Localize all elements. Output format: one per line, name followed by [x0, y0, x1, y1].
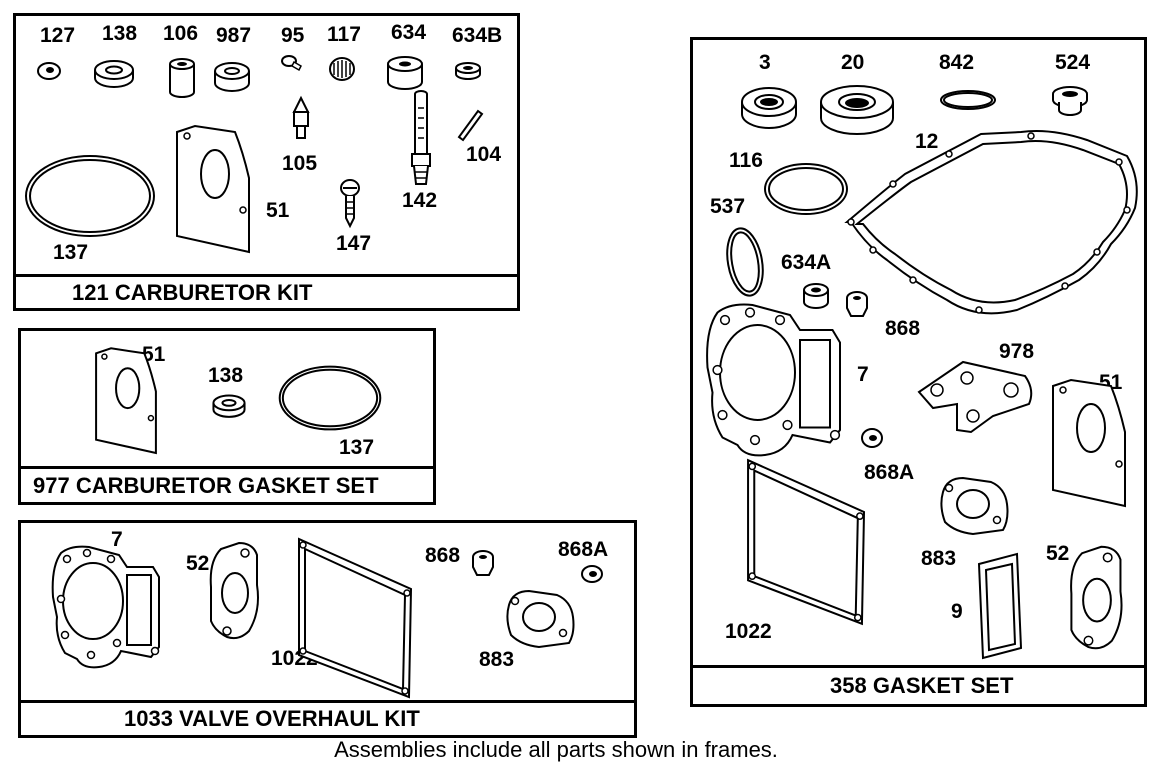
gasket-plate-51-icon — [91, 345, 161, 453]
o-ring-116-icon — [761, 160, 851, 218]
part-label: 7 — [111, 528, 123, 551]
part-label: 842 — [939, 51, 975, 74]
carburetor-kit-title: 121 CARBURETOR KIT — [16, 274, 517, 308]
sleeve-106-icon — [166, 56, 198, 100]
emulsion-tube-142-icon — [402, 86, 438, 196]
bushing-987-icon — [212, 61, 252, 95]
gasket-plate-51-icon — [1047, 376, 1131, 506]
part-label: 138 — [102, 22, 138, 45]
part-label: 537 — [710, 195, 746, 218]
carburetor-gasket-set-frame: 51 138 137 977 CARBURETOR GASKET SET — [18, 328, 436, 505]
o-ring-137-icon — [275, 359, 385, 437]
part-label: 883 — [921, 547, 957, 570]
exhaust-gasket-883-icon — [933, 472, 1013, 538]
part-label: 117 — [327, 23, 361, 46]
part-label: 1022 — [725, 620, 772, 643]
washer-868a-icon — [579, 563, 605, 585]
part-label: 51 — [142, 343, 166, 366]
kit-title-text: 1033 VALVE OVERHAUL KIT — [124, 706, 420, 731]
gasket-plate-51-icon — [173, 122, 253, 252]
part-label: 634B — [452, 24, 503, 47]
part-label: 20 — [841, 51, 865, 74]
oil-seal-20-icon — [817, 82, 897, 140]
part-label: 105 — [282, 152, 318, 175]
part-label: 137 — [53, 241, 89, 264]
oil-seal-3-icon — [738, 84, 800, 134]
part-label: 3 — [759, 51, 771, 74]
part-label: 104 — [466, 143, 502, 166]
needle-105-icon — [289, 96, 313, 144]
part-label: 868A — [558, 538, 609, 561]
gasket-set-358-frame: 3 20 842 524 12 116 537 634A 868 978 7 5… — [690, 37, 1147, 707]
part-label: 524 — [1055, 51, 1091, 74]
valve-seal-868-icon — [841, 288, 875, 322]
part-label: 987 — [216, 24, 252, 47]
part-label: 137 — [339, 436, 375, 459]
kit-title-text: 358 GASKET SET — [830, 673, 1014, 698]
washer-127-icon — [36, 60, 62, 82]
part-label: 634A — [781, 251, 832, 274]
part-label: 147 — [336, 232, 372, 255]
valve-overhaul-kit-frame: 7 52 868 868A 1022 883 — [18, 520, 637, 738]
carburetor-kit-frame: 127 138 106 987 95 117 634 634B 105 104 … — [13, 13, 520, 311]
part-label: 52 — [1046, 542, 1070, 565]
part-label: 106 — [163, 22, 199, 45]
footer-note: Assemblies include all parts shown in fr… — [334, 737, 778, 762]
part-label: 634 — [391, 21, 427, 44]
crankcase-gasket-12-icon — [833, 126, 1137, 316]
pin-104-icon — [456, 108, 484, 142]
gasket-138-icon — [211, 393, 247, 421]
kit-title-text: 977 CARBURETOR GASKET SET — [33, 472, 379, 498]
o-ring-842-icon — [937, 88, 999, 112]
part-label: 868 — [885, 317, 921, 340]
part-label: 95 — [281, 24, 305, 47]
seat-634b-icon — [453, 60, 483, 82]
part-label: 52 — [186, 552, 210, 575]
carburetor-gasket-set-title: 977 CARBURETOR GASKET SET — [21, 466, 433, 502]
head-gasket-7-icon — [51, 539, 163, 675]
part-label: 138 — [208, 364, 244, 387]
washer-868a-icon — [859, 426, 885, 450]
part-label: 883 — [479, 648, 515, 671]
screw-95-icon — [280, 53, 304, 75]
cover-gasket-1022-icon — [727, 454, 883, 630]
part-label: 116 — [729, 149, 763, 172]
part-label: 9 — [951, 600, 963, 623]
kit-title-text: 121 CARBURETOR KIT — [72, 279, 313, 305]
intake-gasket-52-icon — [1065, 534, 1129, 662]
exhaust-gasket-883-icon — [499, 585, 579, 651]
valve-seal-868-icon — [467, 547, 501, 581]
cover-gasket-1022-icon — [291, 533, 417, 703]
part-label: 7 — [857, 363, 869, 386]
breather-gasket-9-icon — [975, 550, 1025, 662]
part-label: 868A — [864, 461, 915, 484]
part-label: 51 — [266, 199, 290, 222]
o-ring-137-icon — [20, 150, 160, 242]
gasket-set-358-title: 358 GASKET SET — [693, 665, 1144, 704]
bracket-978-icon — [915, 358, 1035, 434]
seat-634a-icon — [801, 280, 831, 312]
part-label: 127 — [40, 24, 76, 47]
gasket-138-icon — [92, 58, 136, 92]
screw-147-icon — [338, 178, 362, 232]
part-label: 12 — [915, 130, 939, 153]
plug-524-icon — [1049, 84, 1091, 118]
seat-634-icon — [384, 54, 426, 94]
intake-gasket-52-icon — [205, 539, 265, 643]
part-label: 142 — [402, 189, 438, 212]
o-ring-537-icon — [723, 224, 767, 300]
part-label: 868 — [425, 544, 461, 567]
part-label: 978 — [999, 340, 1035, 363]
valve-117-icon — [326, 54, 358, 84]
valve-overhaul-kit-title: 1033 VALVE OVERHAUL KIT — [21, 700, 634, 735]
head-gasket-7-icon — [705, 290, 845, 470]
